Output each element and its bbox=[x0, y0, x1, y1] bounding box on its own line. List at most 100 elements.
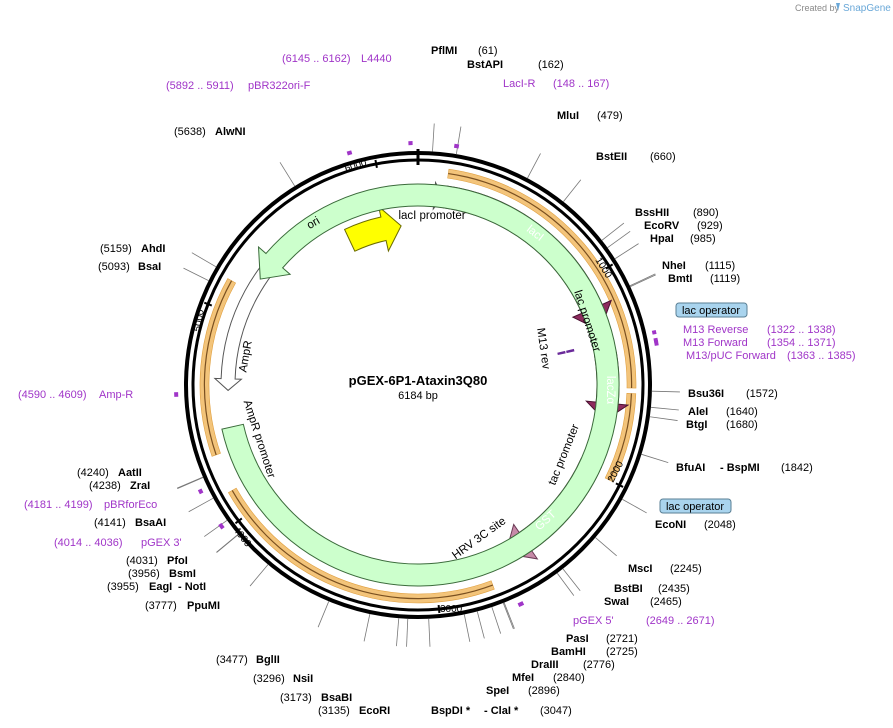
primer-site-mark bbox=[453, 143, 460, 149]
site-aatii-name: AatII bbox=[118, 467, 142, 479]
site-zrai-pos: (4238) bbox=[89, 480, 121, 492]
primer-pbrforeco-name: pBRforEco bbox=[104, 499, 157, 511]
primer-lacir-range: (148 .. 167) bbox=[553, 78, 609, 90]
site-spei-pos: (2896) bbox=[528, 685, 560, 697]
tick-labels: 1000 2000 3000 4000 5000 6000 bbox=[192, 157, 626, 615]
site-pflmi-name: PflMI bbox=[431, 45, 457, 57]
feature-ampr-arrow bbox=[221, 183, 620, 587]
site-eagi-pos: (3955) bbox=[107, 581, 139, 593]
site-mfei-pos: (2840) bbox=[553, 672, 585, 684]
highlight-arc bbox=[227, 487, 495, 604]
site-leader-line bbox=[614, 243, 639, 260]
site-pflmi-pos: (61) bbox=[478, 45, 498, 57]
site-leader-line bbox=[503, 602, 515, 629]
primer-pbr322-range: (5892 .. 5911) bbox=[166, 80, 234, 92]
tick-mark bbox=[437, 604, 441, 614]
plasmid-size: 6184 bp bbox=[398, 390, 438, 402]
site-bsai-pos: (5093) bbox=[98, 261, 130, 273]
lac-operator-box-bg bbox=[659, 498, 732, 514]
primer-site-mark bbox=[408, 141, 413, 146]
tick-mark bbox=[615, 482, 624, 488]
restriction-site-labels: PflMI (61) BstAPI (162) MluI (479) BstEI… bbox=[77, 45, 813, 717]
lac-operator-label: lac operator bbox=[682, 305, 740, 317]
site-leader-line bbox=[249, 564, 269, 587]
site-bstbi-pos: (2435) bbox=[658, 583, 690, 595]
primer-m13puc-range: (1363 .. 1385) bbox=[787, 350, 856, 362]
primer-pgex3-range: (4014 .. 4036) bbox=[54, 537, 123, 549]
site-bamhi-pos: (2725) bbox=[606, 646, 638, 658]
site-leader-line bbox=[563, 179, 582, 202]
site-bsu36i-pos: (1572) bbox=[746, 388, 778, 400]
site-leader-line bbox=[629, 273, 656, 287]
site-bsabi-name: BsaBI bbox=[321, 692, 352, 704]
primer-m13fwd-range: (1354 .. 1371) bbox=[767, 337, 836, 349]
site-noti-name: NotI bbox=[185, 581, 206, 593]
primer-m13-rev-mark-2 bbox=[557, 350, 566, 356]
primer-ampr-name: Amp-R bbox=[99, 389, 133, 401]
site-leader-line bbox=[641, 453, 669, 463]
site-leader-line bbox=[428, 618, 431, 647]
site-ahdi-pos: (5159) bbox=[100, 243, 132, 255]
site-hpai-name: HpaI bbox=[650, 233, 674, 245]
site-bfuai-name2: - BspMI bbox=[720, 462, 760, 474]
feature-arrows bbox=[213, 180, 630, 587]
site-spei-name: SpeI bbox=[486, 685, 509, 697]
site-clai-name: ClaI * bbox=[491, 705, 519, 717]
highlight-arc bbox=[199, 278, 237, 457]
site-leader-line bbox=[491, 606, 502, 634]
site-alwni-pos: (5638) bbox=[174, 126, 206, 138]
snapgene-logo-icon bbox=[836, 3, 840, 11]
site-leader-line bbox=[601, 222, 625, 241]
site-bsshii-pos: (890) bbox=[693, 207, 719, 219]
site-leader-line bbox=[527, 153, 541, 179]
site-swai-pos: (2465) bbox=[650, 596, 682, 608]
primer-m13rev-name: M13 Reverse bbox=[683, 324, 748, 336]
lac-operator-box-1: lac operator bbox=[675, 302, 748, 318]
site-bsaai-name: BsaAI bbox=[135, 517, 166, 529]
site-pasi-name: PasI bbox=[566, 633, 589, 645]
site-msci-pos: (2245) bbox=[670, 563, 702, 575]
site-bsu36i-name: Bsu36I bbox=[688, 388, 724, 400]
primer-site-mark bbox=[197, 488, 204, 495]
tick-mark bbox=[374, 159, 378, 169]
site-leader-line bbox=[396, 618, 400, 647]
primer-pgex5-name: pGEX 5' bbox=[573, 615, 614, 627]
site-bspdi-name2: - ClaI * bbox=[484, 705, 519, 717]
site-bstapi-name: BstAPI bbox=[467, 59, 503, 71]
primer-pgex5-range: (2649 .. 2671) bbox=[646, 615, 715, 627]
site-bfuai-name: BfuAI bbox=[676, 462, 705, 474]
feature-ori-label: ori bbox=[305, 215, 322, 232]
site-pfoi-pos: (4031) bbox=[126, 555, 158, 567]
site-bstapi-pos: (162) bbox=[538, 59, 564, 71]
site-ecorv-pos: (929) bbox=[697, 220, 723, 232]
site-swai-name: SwaI bbox=[604, 596, 629, 608]
plasmid-name: pGEX-6P1-Ataxin3Q80 bbox=[349, 373, 488, 388]
site-mlui-name: MluI bbox=[557, 110, 579, 122]
primer-ampr-range: (4590 .. 4609) bbox=[18, 389, 87, 401]
site-btgi-name: BtgI bbox=[686, 419, 707, 431]
site-leader-line bbox=[476, 611, 485, 639]
site-bglii-name: BglII bbox=[256, 654, 280, 666]
site-bspdi-name: BspDI * bbox=[431, 705, 471, 717]
site-noti-name2: - NotI bbox=[178, 581, 206, 593]
site-ppumi-pos: (3777) bbox=[145, 600, 177, 612]
site-leader-line bbox=[191, 252, 217, 268]
site-zrai-name: ZraI bbox=[130, 480, 150, 492]
site-leaders bbox=[174, 123, 680, 647]
site-bstbi-name: BstBI bbox=[614, 583, 643, 595]
credit-brand: SnapGene bbox=[843, 3, 891, 14]
feature-ori-arrow bbox=[343, 205, 402, 253]
site-leader-line bbox=[363, 613, 371, 642]
primer-pbr322-name: pBR322ori-F bbox=[248, 80, 311, 92]
site-bsai-name: BsaI bbox=[138, 261, 161, 273]
primer-site-mark bbox=[174, 392, 179, 397]
site-leader-line bbox=[432, 123, 435, 152]
site-hpai-pos: (985) bbox=[690, 233, 716, 245]
primer-m13fwd-name: M13 Forward bbox=[683, 337, 748, 349]
site-bfuai-pos: (1842) bbox=[781, 462, 813, 474]
site-leader-line bbox=[317, 601, 330, 628]
site-nhei-pos: (1115) bbox=[705, 260, 735, 272]
site-leader-line bbox=[204, 520, 228, 537]
